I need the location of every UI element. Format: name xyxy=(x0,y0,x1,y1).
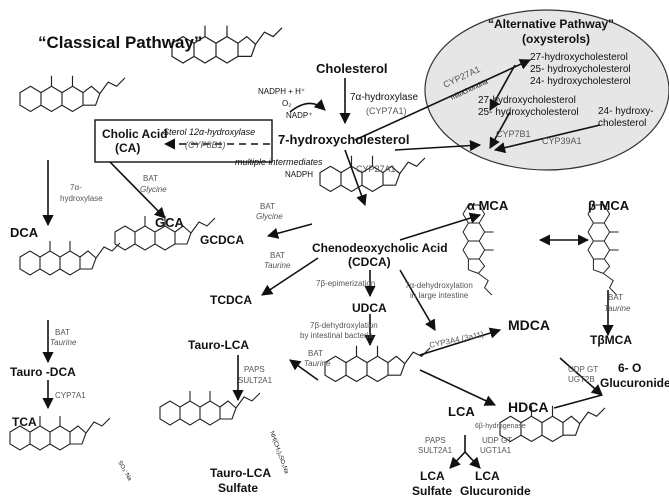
b27-label: 27-hydroxycholesterol xyxy=(478,95,576,106)
udpgt-1: UDP GT xyxy=(568,365,598,374)
epimerization-label: 7β-epimerization xyxy=(316,279,375,288)
tlcasulf-label-2: Sulfate xyxy=(218,481,258,495)
udca-label: UDCA xyxy=(352,301,387,315)
cyp7a1-left-label: CYP7A1 xyxy=(55,391,86,400)
gcdca-label: GCDCA xyxy=(200,233,244,247)
cholic-acid-box xyxy=(94,119,273,163)
dehyd-li-1: 7α-dehydroxylation xyxy=(405,281,473,290)
taurine-1: Taurine xyxy=(264,261,291,270)
cyp3a4-label: CYP3A4 (3a11) xyxy=(429,330,485,350)
cholic-acid-label: Cholic Acid xyxy=(102,127,168,141)
oxy-25-label: 25- hydroxycholesterol xyxy=(530,64,631,75)
amca-label: α MCA xyxy=(467,198,509,213)
oxy-24-label: 24- hydroxycholesterol xyxy=(530,76,631,87)
cyp7b1-label: CYP7B1 xyxy=(496,129,531,139)
dca-label: DCA xyxy=(10,225,39,240)
o2-label: O₂ xyxy=(282,99,291,108)
alternative-pathway-title: “Alternative Pathway” xyxy=(488,17,614,31)
taurolca-structure xyxy=(159,390,261,426)
cholic-acid-structure xyxy=(19,75,126,113)
hydroxycholesterol-7-label: 7-hydroxycholesterol xyxy=(278,132,410,147)
hydroxylase-7a-left-1: 7α- xyxy=(70,183,82,192)
taurodca-label: Tauro -DCA xyxy=(10,365,76,379)
lca-label: LCA xyxy=(448,404,475,419)
glucuronide-label-2: Glucuronides xyxy=(600,376,669,390)
tlcasulf-label-1: Tauro-LCA xyxy=(210,466,271,480)
alternative-pathway-ellipse xyxy=(424,9,669,171)
b25-label: 25- hydroxycholesterol xyxy=(478,107,579,118)
bat-taurine-1: BAT xyxy=(270,251,285,260)
multiple-intermediates-label: multiple intermediates xyxy=(235,157,323,167)
taurine-4: Taurine xyxy=(604,304,631,313)
hydrogenase-label: 6β-hydrogenase xyxy=(475,423,526,430)
bat-taurine-3: BAT xyxy=(308,349,323,358)
sult-2: SULT2A1 xyxy=(418,446,453,455)
cholesterol-label: Cholesterol xyxy=(316,61,388,76)
hdca-label: HDCA xyxy=(508,399,548,415)
glycine-2: Glycine xyxy=(256,212,283,221)
paps-1: PAPS xyxy=(244,365,265,374)
ugt1a1-label: UGT1A1 xyxy=(480,446,512,455)
ugt2b-label: UGT2B xyxy=(568,375,595,384)
cdca-abbr: (CDCA) xyxy=(348,255,391,269)
dehyd-bac-1: 7β-dehydroxylation xyxy=(310,321,378,330)
tcdca-label: TCDCA xyxy=(210,293,252,307)
hydroxylase-7a-label: 7α-hydroxylase xyxy=(350,92,418,103)
dca-structure xyxy=(19,240,121,276)
glucuronide-label-1: 6- O xyxy=(618,361,641,375)
bat-taurine-2: BAT xyxy=(55,328,70,337)
sult-1: SULT2A1 xyxy=(238,376,273,385)
dehyd-li-2: in large intestine xyxy=(410,291,469,300)
paps-2: PAPS xyxy=(425,436,446,445)
udpgt-2: UDP GT xyxy=(482,436,512,445)
dehyd-bac-2: by intestinal bacteria xyxy=(300,331,373,340)
tca-label: TCA xyxy=(12,415,37,429)
arrows xyxy=(42,59,614,469)
lcaglu-label-2: Glucuronide xyxy=(460,484,531,498)
nh-label: NH(CH₂)₂SO₃Na xyxy=(268,431,289,476)
alternative-pathway-subtitle: (oxysterols) xyxy=(522,32,590,46)
bmca-structure xyxy=(587,204,620,296)
nadph-h-label: NADPH + H⁺ xyxy=(258,87,305,96)
oxy-27-label: 27-hydroxycholesterol xyxy=(530,52,628,63)
cyp8b1-label: (CYP8B1) xyxy=(185,140,226,150)
sterol-12a-label: Sterol 12α-hydroxylase xyxy=(163,127,255,137)
b24b-label: cholesterol xyxy=(598,118,646,129)
bat-glycine-2: BAT xyxy=(260,202,275,211)
mdca-label: MDCA xyxy=(508,317,550,333)
taurine-2: Taurine xyxy=(50,338,77,347)
taurolca-label: Tauro-LCA xyxy=(188,338,249,352)
bmca-label: β MCA xyxy=(588,198,630,213)
taurine-3: Taurine xyxy=(304,359,331,368)
cyp7a1-label: (CYP7A1) xyxy=(366,106,407,116)
hydroxylase-7a-left-2: hydroxylase xyxy=(60,194,103,203)
lcasulf-label-1: LCA xyxy=(420,469,445,483)
classical-pathway-title: “Classical Pathway” xyxy=(38,33,202,52)
bat-glycine-1: BAT xyxy=(143,174,158,183)
glycine-1: Glycine xyxy=(140,185,167,194)
nadph-label: NADPH xyxy=(285,170,313,179)
cholic-acid-abbr: (CA) xyxy=(115,141,140,155)
cyp39a1-label: CYP39A1 xyxy=(542,136,582,146)
b24a-label: 24- hydroxy- xyxy=(598,106,654,117)
lcaglu-label-1: LCA xyxy=(475,469,500,483)
sulfo-label: SO₃⁻Na xyxy=(116,460,133,483)
tbmca-label: TβMCA xyxy=(590,333,632,347)
cdca-label: Chenodeoxycholic Acid xyxy=(312,241,448,255)
cyp27a1-label: CYP27A1 xyxy=(356,164,396,174)
nadp-label: NADP⁺ xyxy=(286,111,312,120)
udca-structure xyxy=(324,345,431,383)
gca-label: GCA xyxy=(155,215,185,230)
lcasulf-label-2: Sulfate xyxy=(412,484,452,498)
bat-taurine-4: BAT xyxy=(608,293,623,302)
